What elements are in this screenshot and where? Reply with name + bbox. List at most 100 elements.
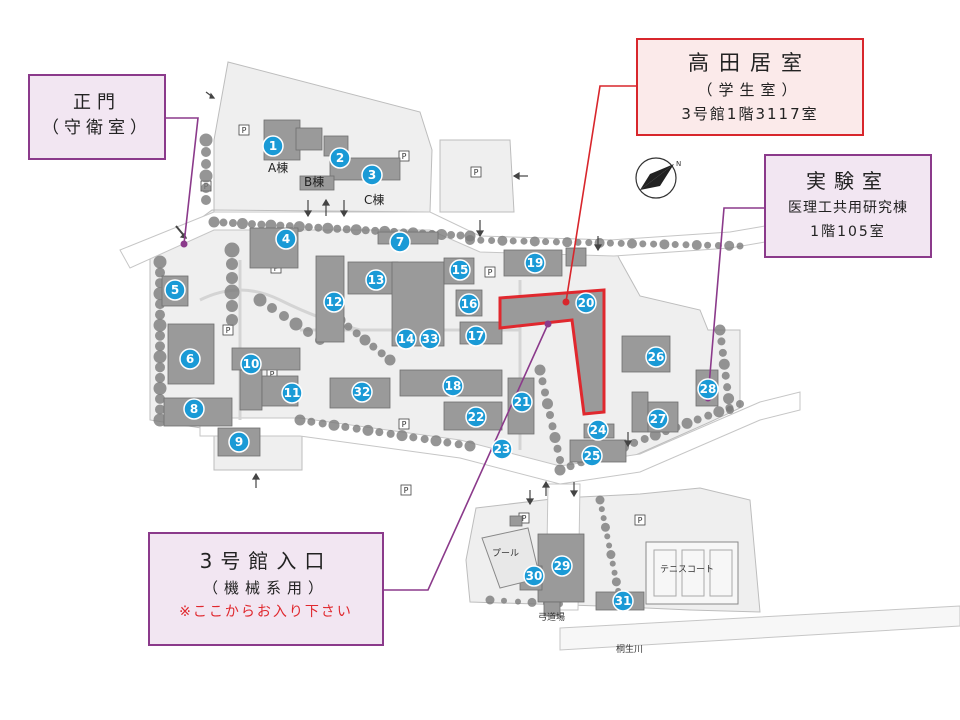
tree-icon: [199, 133, 213, 147]
tree-icon: [600, 522, 610, 532]
entrance-title: 3号館入口: [199, 549, 333, 573]
tree-icon: [153, 413, 167, 427]
building-marker-29[interactable]: 29: [551, 555, 573, 577]
tree-icon: [396, 430, 408, 442]
parking-label: P: [404, 486, 409, 495]
tree-icon: [723, 383, 732, 392]
office-title: 高田居室: [688, 51, 812, 75]
tree-icon: [606, 542, 613, 549]
tree-icon: [611, 569, 618, 576]
tree-icon: [606, 550, 616, 560]
building-marker-5[interactable]: 5: [164, 279, 186, 301]
building-marker-32[interactable]: 32: [351, 381, 373, 403]
river-label: 桐生川: [616, 643, 643, 655]
tree-icon: [384, 354, 396, 366]
building-marker-22[interactable]: 22: [465, 406, 487, 428]
tree-icon: [236, 218, 248, 230]
tree-icon: [554, 464, 566, 476]
entrance-callout[interactable]: 3号館入口 （機械系用） ※ここからお入り下さい: [148, 532, 384, 646]
tree-icon: [153, 381, 167, 395]
building-marker-3[interactable]: 3: [361, 164, 383, 186]
main-gate-callout[interactable]: 正門 （守衛室）: [28, 74, 166, 160]
tree-icon: [201, 183, 211, 193]
tree-icon: [681, 417, 693, 429]
building-marker-number: 24: [590, 423, 607, 437]
building-marker-14[interactable]: 14: [395, 328, 417, 350]
building-marker-number: 19: [527, 256, 544, 270]
tree-icon: [501, 597, 507, 604]
lab-callout[interactable]: 実験室 医理工共用研究棟 1階105室: [764, 154, 932, 258]
tree-icon: [350, 224, 362, 236]
building-marker-28[interactable]: 28: [697, 378, 719, 400]
tree-icon: [443, 438, 452, 447]
building-marker-27[interactable]: 27: [647, 408, 669, 430]
building-marker-16[interactable]: 16: [458, 293, 480, 315]
tree-icon: [359, 334, 371, 346]
building-marker-number: 10: [243, 357, 260, 371]
building-marker-12[interactable]: 12: [323, 291, 345, 313]
building-marker-4[interactable]: 4: [275, 228, 297, 250]
building-marker-13[interactable]: 13: [365, 269, 387, 291]
building-marker-2[interactable]: 2: [329, 147, 351, 169]
tree-icon: [585, 239, 593, 247]
tree-icon: [546, 411, 554, 419]
building-marker-10[interactable]: 10: [240, 353, 262, 375]
parking-label: P: [242, 126, 247, 135]
building-marker-8[interactable]: 8: [183, 398, 205, 420]
tree-icon: [386, 429, 395, 438]
office-building-highlight[interactable]: [498, 288, 606, 416]
tree-icon: [520, 237, 528, 245]
building-marker-1[interactable]: 1: [262, 135, 284, 157]
tree-icon: [155, 309, 165, 320]
tree-icon: [640, 434, 649, 443]
building-marker-30[interactable]: 30: [523, 565, 545, 587]
building-marker-33[interactable]: 33: [419, 328, 441, 350]
parking-icon: P: [470, 166, 482, 178]
tree-icon: [153, 255, 167, 269]
tree-icon: [318, 419, 327, 428]
tree-icon: [606, 239, 614, 247]
tree-icon: [226, 258, 238, 270]
tree-icon: [566, 462, 575, 471]
building-marker-26[interactable]: 26: [645, 346, 667, 368]
tree-icon: [153, 318, 167, 332]
building-marker-25[interactable]: 25: [581, 445, 603, 467]
building-marker-11[interactable]: 11: [281, 382, 303, 404]
building-marker-17[interactable]: 17: [465, 325, 487, 347]
building-marker-number: 9: [235, 435, 243, 449]
building-marker-number: 2: [336, 151, 344, 165]
tree-icon: [155, 372, 165, 383]
building-marker-number: 4: [282, 232, 290, 246]
tree-icon: [609, 560, 616, 567]
building-marker-6[interactable]: 6: [179, 348, 201, 370]
tree-icon: [717, 337, 726, 346]
building-marker-9[interactable]: 9: [228, 431, 250, 453]
tree-icon: [542, 238, 550, 246]
parking-icon: P: [238, 124, 250, 136]
tree-icon: [509, 237, 517, 245]
building-marker-number: 27: [650, 412, 667, 426]
building-marker-19[interactable]: 19: [524, 252, 546, 274]
building-marker-18[interactable]: 18: [442, 375, 464, 397]
building-marker-31[interactable]: 31: [612, 590, 634, 612]
building-marker-23[interactable]: 23: [491, 438, 513, 460]
tree-icon: [515, 598, 521, 605]
office-callout[interactable]: 高田居室 （学生室） 3号館1階3117室: [636, 38, 864, 136]
building-marker-number: 22: [468, 410, 485, 424]
building-marker-15[interactable]: 15: [449, 259, 471, 281]
tree-icon: [627, 238, 637, 249]
tree-icon: [659, 239, 670, 250]
tree-icon: [549, 432, 561, 443]
building-marker-24[interactable]: 24: [587, 419, 609, 441]
lab-room: 1階105室: [810, 224, 886, 240]
building-marker-20[interactable]: 20: [575, 292, 597, 314]
building-marker-number: 14: [398, 332, 415, 346]
parking-icon: P: [222, 324, 234, 336]
tree-icon: [534, 364, 546, 376]
tree-icon: [600, 515, 607, 522]
tree-icon: [155, 341, 165, 352]
tree-icon: [153, 350, 167, 364]
building-marker-21[interactable]: 21: [511, 391, 533, 413]
tree-icon: [713, 406, 725, 418]
building-marker-7[interactable]: 7: [389, 231, 411, 253]
